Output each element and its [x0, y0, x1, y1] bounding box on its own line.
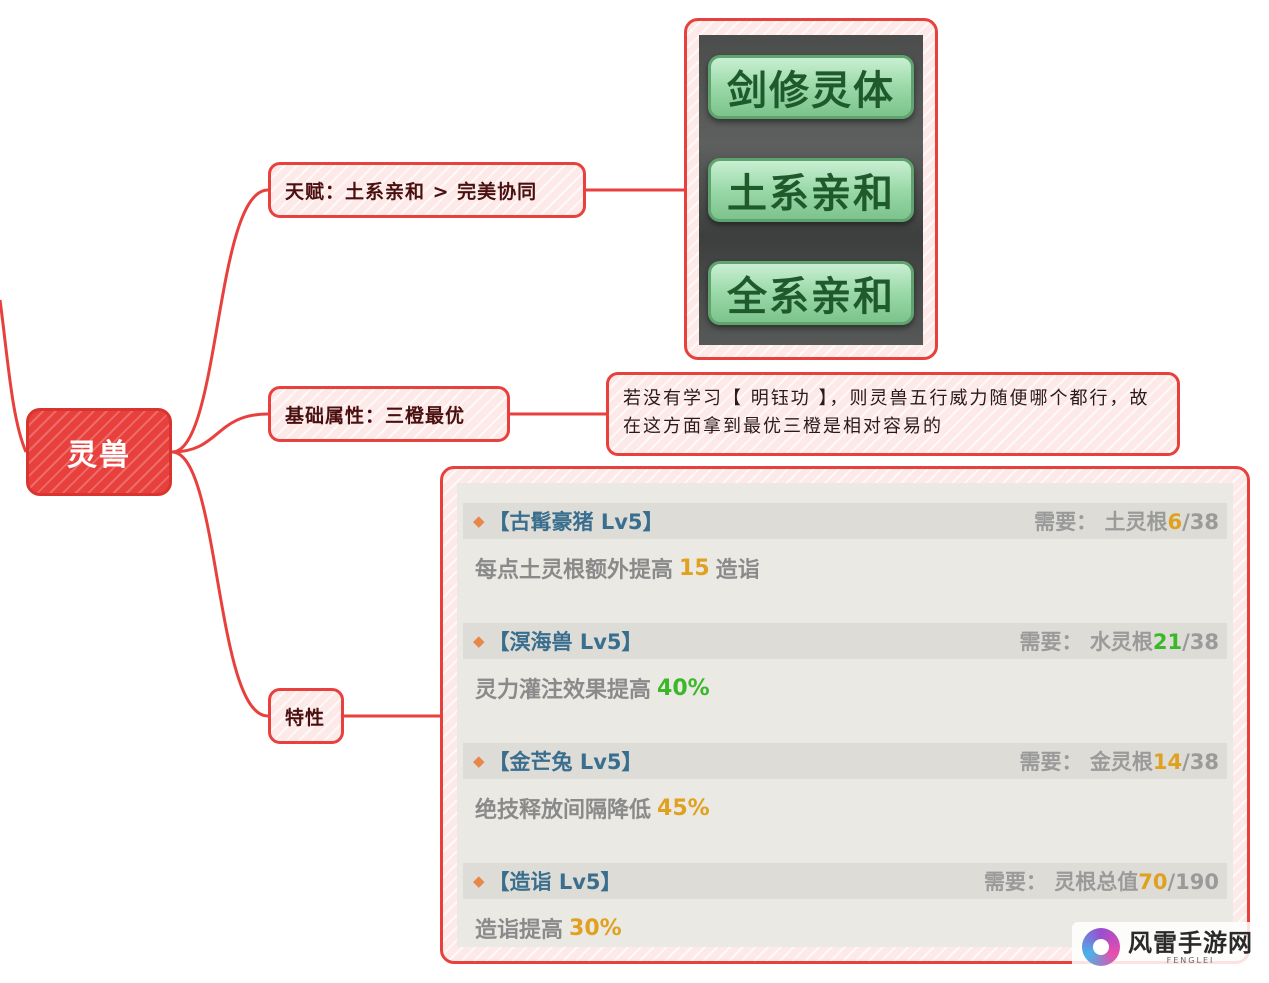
topic-traits-label: 特性 — [285, 706, 326, 729]
topic-base-attr-label: 基础属性：三橙最优 — [285, 404, 466, 427]
trait-header: ◆【古髯豪猪 Lv5】 需要： 土灵根6/38 — [463, 503, 1227, 539]
diamond-icon: ◆ — [473, 872, 485, 890]
diamond-icon: ◆ — [473, 512, 485, 530]
trait-header: ◆【金芒兔 Lv5】 需要： 金灵根14/38 — [463, 743, 1227, 779]
talent-option-all: 全系亲和 — [708, 261, 914, 326]
root-node[interactable]: 灵兽 — [26, 408, 172, 496]
talent-image-frame: 剑修灵体 土系亲和 全系亲和 — [684, 18, 938, 360]
root-label: 灵兽 — [67, 438, 131, 473]
diamond-icon: ◆ — [473, 752, 485, 770]
topic-base-attr[interactable]: 基础属性：三橙最优 — [268, 386, 510, 442]
talent-screenshot: 剑修灵体 土系亲和 全系亲和 — [699, 35, 923, 345]
watermark-cn: 风雷手游网 — [1128, 928, 1253, 957]
note-text: 若没有学习【 明钰功 】，则灵兽五行威力随便哪个都行，故在这方面拿到最优三橙是相… — [623, 388, 1150, 437]
trait-name: 【金芒兔 Lv5】 — [488, 750, 643, 774]
watermark-en: FENGLEI — [1166, 955, 1215, 965]
trait-requirement: 需要： 土灵根6/38 — [1034, 510, 1219, 534]
note-base-attr[interactable]: 若没有学习【 明钰功 】，则灵兽五行威力随便哪个都行，故在这方面拿到最优三橙是相… — [606, 372, 1180, 456]
trait-name: 【溟海兽 Lv5】 — [488, 630, 643, 654]
trait-header: ◆【造诣 Lv5】 需要： 灵根总值70/190 — [463, 863, 1227, 899]
trait-header: ◆【溟海兽 Lv5】 需要： 水灵根21/38 — [463, 623, 1227, 659]
trait-name: 【古髯豪猪 Lv5】 — [488, 510, 664, 534]
watermark-logo: 风雷手游网 FENGLEI — [1072, 922, 1262, 972]
talent-option-earth: 土系亲和 — [708, 157, 914, 222]
topic-talent[interactable]: 天赋：土系亲和 > 完美协同 — [268, 162, 586, 218]
talent-option-sword: 剑修灵体 — [708, 54, 914, 119]
diamond-icon: ◆ — [473, 632, 485, 650]
fenglei-logo-icon — [1082, 928, 1120, 966]
trait-requirement: 需要： 水灵根21/38 — [1019, 630, 1219, 654]
topic-traits[interactable]: 特性 — [268, 688, 344, 744]
trait-requirement: 需要： 灵根总值70/190 — [983, 870, 1219, 894]
trait-name: 【造诣 Lv5】 — [488, 870, 622, 894]
topic-talent-label: 天赋：土系亲和 > 完美协同 — [285, 180, 538, 203]
trait-requirement: 需要： 金灵根14/38 — [1019, 750, 1219, 774]
